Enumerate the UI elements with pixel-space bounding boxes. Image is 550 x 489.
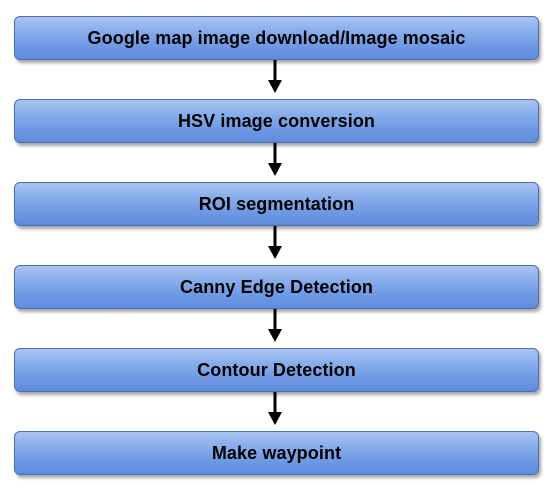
step-label: Contour Detection [197,359,356,380]
step-canny-edge-detection: Canny Edge Detection [14,265,539,309]
step-hsv-conversion: HSV image conversion [14,99,539,143]
step-label: HSV image conversion [177,110,376,131]
step-image-download: Google map image download/Image mosaic [14,16,539,60]
arrow-down-icon [265,226,285,260]
arrow-down-icon [265,60,285,94]
step-label: ROI segmentation [198,193,355,214]
step-make-waypoint: Make waypoint [14,431,539,475]
arrow-down-icon [265,143,285,177]
step-roi-segmentation: ROI segmentation [14,182,539,226]
step-label: Google map image download/Image mosaic [87,27,466,48]
step-contour-detection: Contour Detection [14,348,539,392]
step-label: Make waypoint [211,442,342,463]
arrow-down-icon [265,392,285,426]
step-label: Canny Edge Detection [179,276,374,297]
arrow-down-icon [265,309,285,343]
